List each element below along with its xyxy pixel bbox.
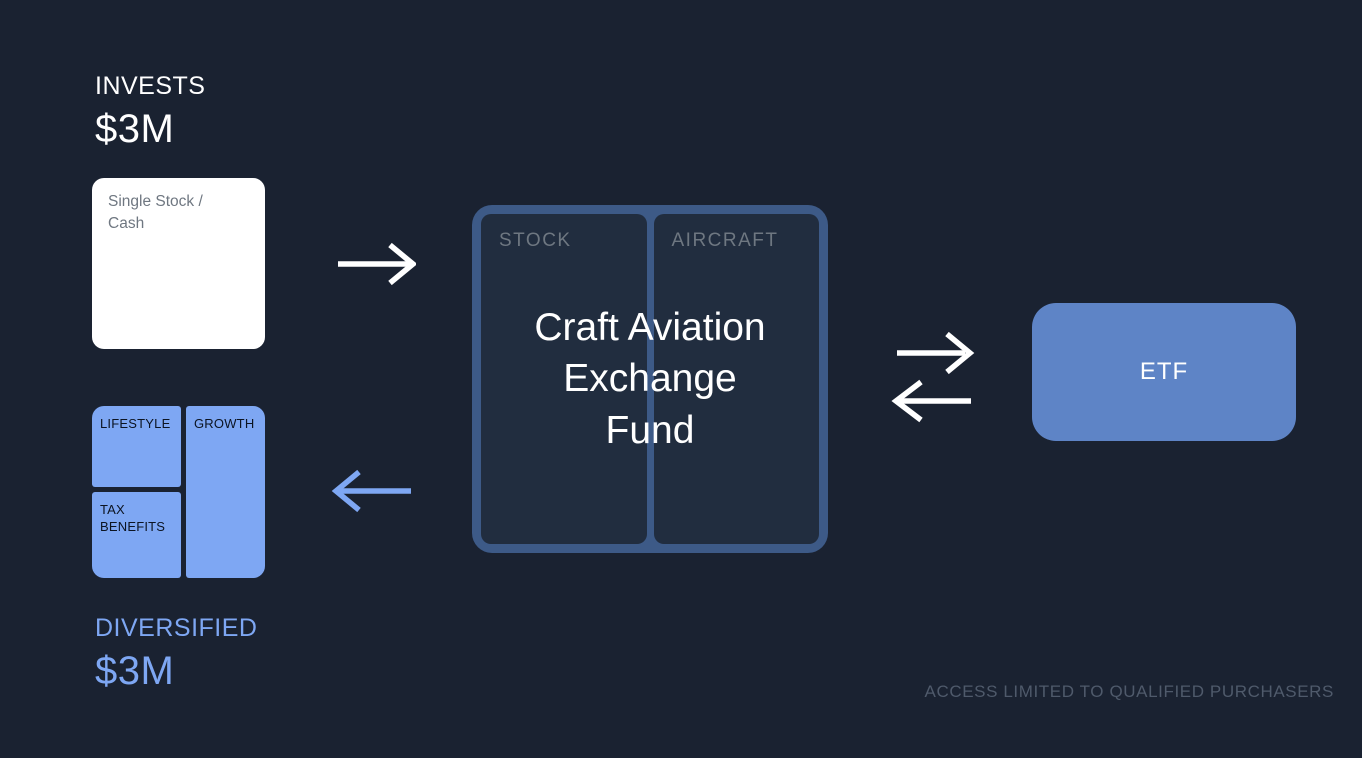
- cell-tax-benefits: TAX BENEFITS: [92, 492, 181, 578]
- investor-block: INVESTS $3M: [95, 72, 205, 151]
- arrow-left-icon: [331, 469, 411, 513]
- stock-label: STOCK: [499, 230, 572, 251]
- cell-growth: GROWTH: [186, 406, 265, 578]
- growth-label: GROWTH: [194, 416, 255, 431]
- etf-box: ETF: [1032, 303, 1296, 441]
- diversified-amount: $3M: [95, 648, 175, 693]
- diversified-block: DIVERSIFIED $3M: [95, 614, 257, 693]
- fund-cell-stock: STOCK: [481, 214, 647, 544]
- invests-amount: $3M: [95, 106, 175, 151]
- single-stock-card: Single Stock / Cash: [92, 178, 265, 349]
- cell-lifestyle: LIFESTYLE: [92, 406, 181, 487]
- swap-arrows-icon: [891, 331, 975, 423]
- diversified-grid: LIFESTYLE GROWTH TAX BENEFITS: [92, 406, 265, 578]
- tax-benefits-label: TAX BENEFITS: [100, 502, 166, 534]
- invests-label: INVESTS: [95, 72, 206, 100]
- lifestyle-label: LIFESTYLE: [100, 416, 171, 431]
- aircraft-label: AIRCRAFT: [671, 230, 779, 251]
- etf-label: ETF: [1139, 358, 1189, 385]
- single-stock-card-label: Single Stock / Cash: [108, 193, 203, 232]
- fund-box: STOCK AIRCRAFT: [472, 205, 828, 553]
- arrow-right-icon: [338, 242, 416, 286]
- disclaimer-text: ACCESS LIMITED TO QUALIFIED PURCHASERS: [924, 682, 1334, 701]
- fund-cell-aircraft: AIRCRAFT: [653, 214, 819, 544]
- diversified-label: DIVERSIFIED: [95, 614, 258, 642]
